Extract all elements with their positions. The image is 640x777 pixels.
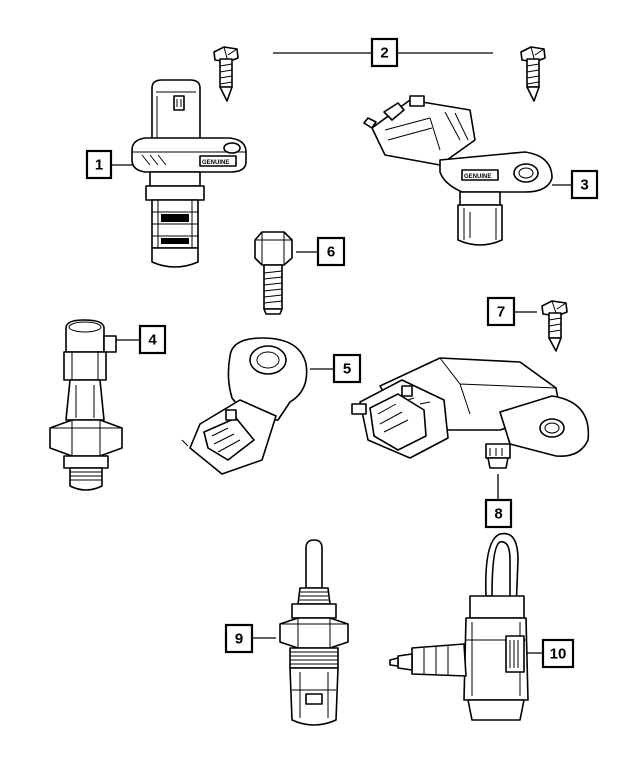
callout-1: 1: [85, 149, 113, 180]
callout-5-label: 5: [343, 361, 351, 378]
part-1-imprint: GENUINE: [202, 160, 229, 166]
part-2-bolt-right: [520, 46, 546, 102]
part-3-imprint: GENUINE: [464, 174, 491, 180]
callout-10-label: 10: [550, 646, 567, 663]
part-6-hex-bolt: [254, 231, 293, 315]
callout-7: 7: [486, 296, 516, 327]
callout-9-label: 9: [235, 631, 243, 648]
part-5-knock-sensor: [181, 337, 308, 475]
part-8-map-sensor: [351, 357, 590, 469]
callout-3: 3: [570, 169, 599, 200]
callout-8-label: 8: [494, 506, 502, 523]
callout-2: 2: [370, 37, 399, 68]
callout-2-label: 2: [380, 45, 388, 62]
callout-4: 4: [138, 324, 167, 355]
part-3-camshaft-sensor: GENUINE: [363, 95, 553, 246]
callout-5: 5: [332, 353, 362, 384]
part-10-sensor-pigtail: [389, 532, 529, 721]
part-7-bolt: [541, 300, 568, 352]
part-2-bolt-left: [213, 46, 239, 102]
callout-3-label: 3: [580, 177, 588, 194]
part-4-pressure-switch: [49, 319, 123, 491]
callout-7-label: 7: [497, 304, 505, 321]
part-1-camshaft-sensor: GENUINE: [131, 79, 247, 268]
callout-6: 6: [316, 236, 346, 267]
callout-4-label: 4: [148, 332, 157, 349]
callout-6-label: 6: [327, 244, 335, 261]
callout-9: 9: [224, 623, 254, 654]
callout-10: 10: [541, 638, 575, 669]
callout-8: 8: [484, 498, 513, 529]
callout-1-label: 1: [95, 157, 103, 174]
part-9-temp-sensor: [279, 539, 349, 726]
